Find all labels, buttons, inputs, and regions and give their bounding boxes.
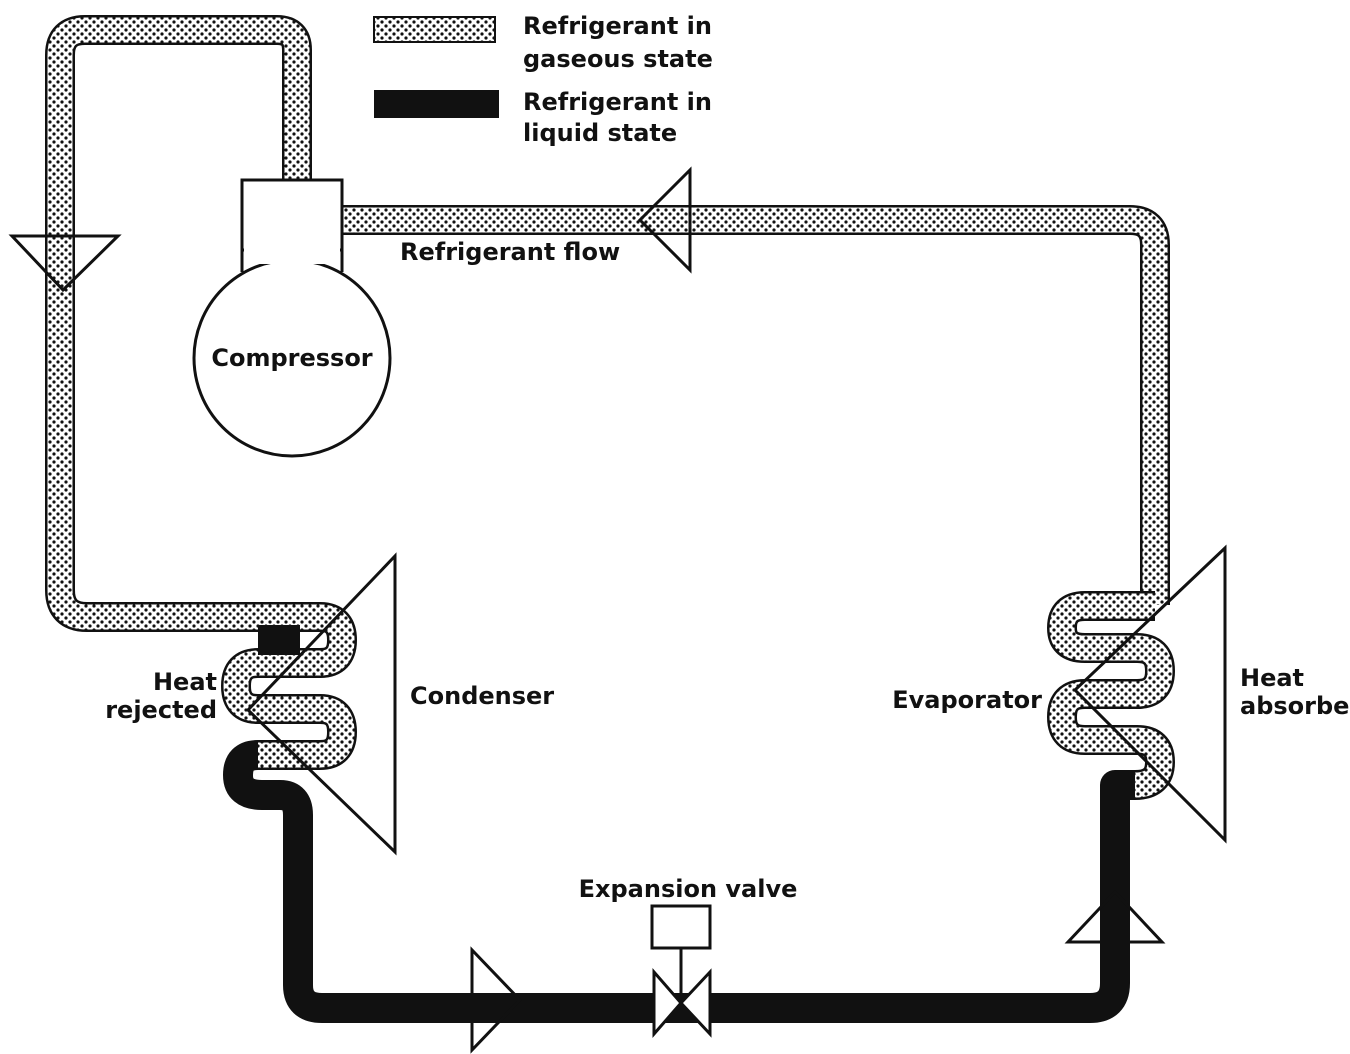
expansion-valve (650, 904, 712, 1039)
evaporator-fin (1072, 544, 1227, 844)
legend-liquid-label-line2: liquid state (523, 119, 677, 147)
legend-gas-swatch (373, 16, 496, 43)
heat-rejected-label-line2: rejected (105, 696, 217, 724)
flow-arrow-right-up-icon (1064, 889, 1166, 944)
legend-gas-label-line1: Refrigerant in (523, 12, 712, 40)
heat-absorbed-label-line2: absorbed (1240, 692, 1350, 720)
legend: Refrigerant in gaseous state Refrigerant… (373, 12, 713, 147)
expansion-valve-label: Expansion valve (579, 875, 798, 903)
condenser-fin (245, 552, 397, 856)
liquid-pipe (223, 740, 1135, 1023)
legend-liquid-label-line1: Refrigerant in (523, 88, 712, 116)
legend-liquid-swatch (374, 90, 499, 118)
gas-pipe (45, 15, 1170, 632)
condenser-label: Condenser (410, 682, 554, 710)
heat-rejected-label-line1: Heat (153, 668, 217, 696)
legend-gas-label-line2: gaseous state (523, 45, 713, 73)
compressor (192, 178, 392, 458)
flow-arrow-left-down-icon (8, 234, 122, 293)
evaporator-label: Evaporator (892, 686, 1042, 714)
heat-absorbed-label-line1: Heat (1240, 664, 1304, 692)
condenser-coil (221, 602, 357, 770)
refrigerant-flow-label: Refrigerant flow (400, 238, 620, 266)
flow-arrow-bottom-right-icon (470, 946, 523, 1054)
compressor-label: Compressor (211, 344, 372, 372)
flow-arrow-top-left-icon (637, 166, 692, 274)
evaporator-coil (1047, 591, 1175, 800)
